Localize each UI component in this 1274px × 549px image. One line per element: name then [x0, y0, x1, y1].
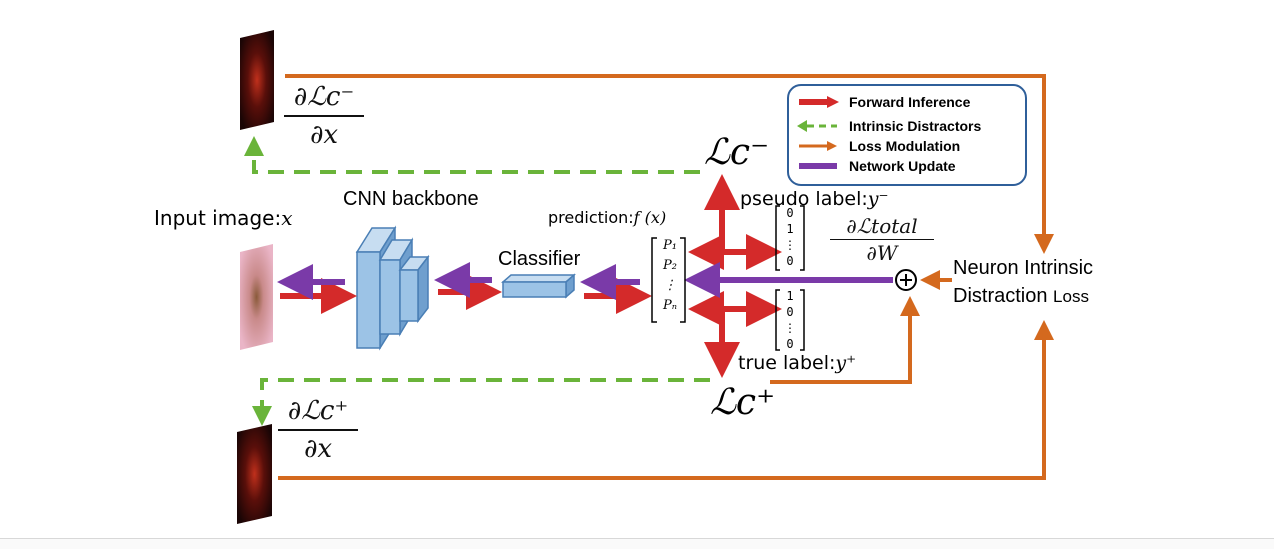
- legend-label: Loss Modulation: [849, 138, 961, 154]
- grad-neg-num: ∂ℒc⁻: [293, 82, 355, 112]
- vector-pos-entry: 0: [786, 305, 794, 319]
- input-image-text: Input image:: [154, 206, 282, 230]
- grad-neg-fraction: ∂ℒc⁻ ∂x: [284, 82, 364, 150]
- legend-item-update: Network Update: [797, 158, 956, 174]
- grad-pos-fraction: ∂ℒc⁺ ∂x: [278, 396, 358, 464]
- legend-label: Forward Inference: [849, 94, 971, 110]
- cnn-backbone-label: CNN backbone: [343, 188, 479, 210]
- gradient-heatmap-pos: [237, 424, 272, 524]
- input-var: x: [281, 206, 293, 230]
- total-num: ∂ℒtotal: [846, 214, 918, 238]
- vector-pos-entry: 1: [786, 289, 794, 303]
- nidl-line2b: Loss: [1053, 287, 1089, 306]
- legend-item-forward: Forward Inference: [797, 94, 970, 110]
- update-arrows: [277, 262, 893, 300]
- prediction-fn: f (x): [633, 208, 667, 227]
- legend: Forward Inference Intrinsic Distractors …: [787, 84, 1027, 186]
- grad-neg-den: ∂x: [309, 120, 339, 150]
- legend-item-modulation: Loss Modulation: [797, 138, 960, 154]
- vector-neg-entry: 0: [786, 206, 794, 220]
- nidl-line2: Distraction: [953, 285, 1048, 307]
- red-arrow-icon: [799, 96, 839, 108]
- vector-neg-entry: ⋮: [784, 238, 796, 252]
- classifier-label: Classifier: [498, 248, 581, 270]
- pseudo-var: y⁻: [867, 188, 889, 210]
- input-image: [240, 244, 273, 350]
- loss-pos: ℒc⁺: [710, 382, 776, 423]
- purple-arrow-icon: [799, 163, 837, 169]
- prediction-text: prediction:: [548, 208, 634, 227]
- grad-pos-num: ∂ℒc⁺: [287, 396, 349, 426]
- vector-neg-entry: 1: [786, 222, 794, 236]
- grad-pos-den: ∂x: [303, 434, 333, 464]
- gradient-heatmap-neg: [240, 30, 274, 130]
- vector-pos: 1 0 ⋮ 0: [780, 288, 800, 352]
- vector-brackets: [651, 205, 805, 351]
- cnn-backbone-blocks: [355, 225, 430, 351]
- vector-neg: 0 1 ⋮ 0: [780, 205, 800, 269]
- nidl-line1: Neuron Intrinsic: [953, 257, 1094, 279]
- modulation-lines: [278, 74, 1054, 480]
- page-bottom-edge: [0, 538, 1274, 549]
- vector-p-entry: Pₙ: [662, 298, 677, 313]
- input-image-label: Input image:x: [154, 206, 292, 230]
- prediction-label: prediction:f (x): [548, 208, 666, 227]
- true-var: y⁺: [835, 352, 857, 374]
- vector-p: P₁ P₂ ⋮ Pₙ: [656, 236, 684, 316]
- pseudo-label: pseudo label:y⁻: [740, 188, 889, 210]
- classifier-block: [501, 273, 576, 299]
- legend-item-distractors: Intrinsic Distractors: [797, 118, 981, 134]
- vector-pos-entry: ⋮: [784, 321, 796, 335]
- vector-p-entry: P₁: [663, 238, 677, 253]
- loss-neg: ℒc⁻: [704, 132, 770, 173]
- vector-p-entry: ⋮: [663, 278, 677, 293]
- orange-arrow-icon: [799, 141, 837, 151]
- true-label-text: true label:: [738, 352, 836, 374]
- total-den: ∂W: [866, 241, 898, 265]
- pseudo-label-text: pseudo label:: [740, 188, 868, 210]
- nidl-label: Neuron Intrinsic Distraction Loss: [953, 254, 1093, 311]
- legend-label: Network Update: [849, 158, 956, 174]
- vector-p-entry: P₂: [663, 258, 677, 273]
- vector-neg-entry: 0: [786, 254, 794, 268]
- vector-pos-entry: 0: [786, 337, 794, 351]
- true-label: true label:y⁺: [738, 352, 856, 374]
- green-dashed-arrow-icon: [797, 120, 837, 132]
- sum-node: [895, 269, 917, 291]
- total-fraction: ∂ℒtotal ∂W: [830, 214, 934, 265]
- distractor-lines: [244, 136, 710, 426]
- legend-label: Intrinsic Distractors: [849, 118, 982, 134]
